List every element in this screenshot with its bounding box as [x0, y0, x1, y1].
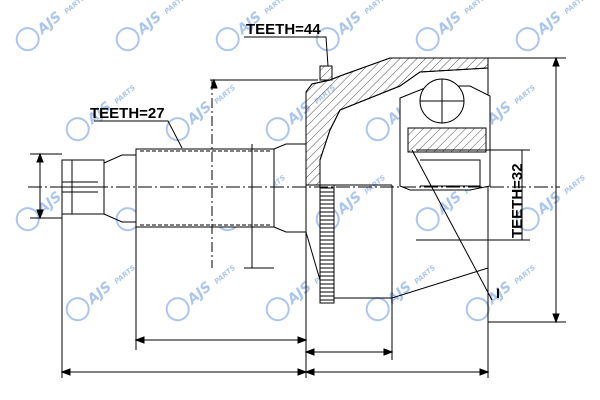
- watermark-sub: PARTS: [513, 84, 537, 106]
- teeth-right-label: TEETH=32: [509, 163, 526, 238]
- dimension-lines: [30, 36, 566, 378]
- outer-housing: [305, 57, 491, 304]
- watermark-sub: PARTS: [513, 264, 537, 286]
- watermark-sub: PARTS: [113, 264, 137, 286]
- watermark-sub: PARTS: [563, 174, 587, 196]
- watermark-sub: PARTS: [363, 0, 387, 16]
- watermark-sub: PARTS: [463, 0, 487, 16]
- watermark-sub: PARTS: [263, 0, 287, 16]
- teeth-left-label: TEETH=27: [90, 105, 165, 122]
- abs-ring-teeth: [320, 187, 334, 301]
- marker-i-label: I: [496, 285, 500, 301]
- stub-shaft: [61, 143, 307, 233]
- watermark-sub: PARTS: [413, 264, 437, 286]
- watermark-sub: PARTS: [563, 0, 587, 16]
- technical-drawing: TEETH=44 TEETH=27 TEETH=32 I: [28, 21, 566, 378]
- watermark-sub: PARTS: [213, 264, 237, 286]
- watermark-sub: PARTS: [113, 84, 137, 106]
- teeth-top-label: TEETH=44: [246, 21, 321, 38]
- watermark-sub: PARTS: [163, 0, 187, 16]
- watermark-sub: PARTS: [63, 0, 87, 16]
